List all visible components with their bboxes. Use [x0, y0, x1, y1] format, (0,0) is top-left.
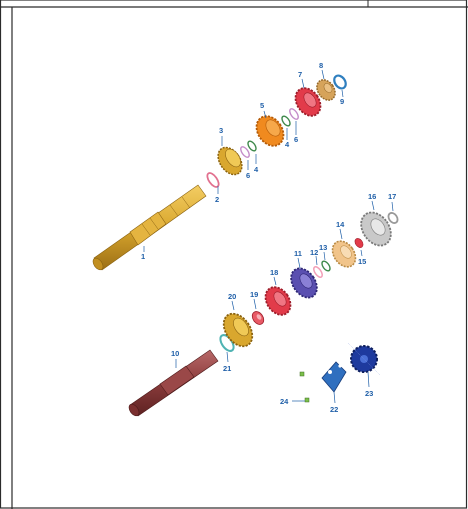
part-20-gear: [222, 312, 254, 348]
callout-4-upper: 4: [285, 140, 290, 149]
callout-13: 13: [319, 243, 327, 252]
callout-8: 8: [319, 61, 323, 70]
callout-18: 18: [270, 268, 278, 277]
callout-1: 1: [141, 252, 145, 261]
part-9-ring: [333, 74, 347, 90]
part-17-ring: [387, 212, 399, 224]
part-2-ring: [206, 172, 220, 188]
callout-16: 16: [368, 192, 376, 201]
callout-11: 11: [294, 249, 302, 258]
callout-3: 3: [219, 126, 223, 135]
callout-23: 23: [365, 389, 373, 398]
part-7-gear: [294, 87, 322, 117]
callout-19: 19: [250, 290, 258, 299]
part-14-gear: [331, 240, 357, 268]
part-23-sprocket: [347, 342, 381, 376]
part-13-clip: [321, 260, 331, 272]
callout-9: 9: [340, 97, 344, 106]
callout-labels: 1 2 3 6 4 5 4 6 7 8 9 10 11 12 13 14 15 …: [141, 61, 396, 414]
callout-6-upper: 6: [294, 135, 298, 144]
callout-22: 22: [330, 405, 338, 414]
part-6-washer-lower: [240, 146, 250, 158]
part-24-bolts: [292, 371, 310, 403]
callout-24: 24: [280, 397, 289, 406]
part-10-counter-shaft: [128, 349, 219, 417]
part-4-clip-lower: [247, 140, 257, 152]
part-16-gear: [360, 211, 392, 247]
part-4-clip-upper: [281, 115, 291, 127]
callout-7: 7: [298, 70, 302, 79]
part-22-plate: [321, 361, 347, 393]
callout-10: 10: [171, 349, 179, 358]
part-12-washer: [313, 266, 323, 278]
part-6-washer-upper: [289, 108, 299, 120]
callout-12: 12: [310, 248, 318, 257]
callout-14: 14: [336, 220, 345, 229]
part-1-main-shaft: [92, 184, 207, 271]
part-5-gear: [255, 115, 285, 147]
callout-20: 20: [228, 292, 236, 301]
part-3-gear: [217, 146, 243, 176]
callout-17: 17: [388, 192, 396, 201]
callout-15: 15: [358, 257, 366, 266]
part-19-bush: [251, 311, 265, 325]
callout-4-lower: 4: [254, 165, 259, 174]
callout-21: 21: [223, 364, 231, 373]
callout-6-lower: 6: [246, 171, 250, 180]
part-18-gear: [264, 286, 292, 316]
callout-5: 5: [260, 101, 264, 110]
part-15-bush: [354, 238, 364, 248]
part-11-gear: [290, 267, 318, 299]
callout-2: 2: [215, 195, 219, 204]
part-8-gear: [316, 79, 336, 101]
